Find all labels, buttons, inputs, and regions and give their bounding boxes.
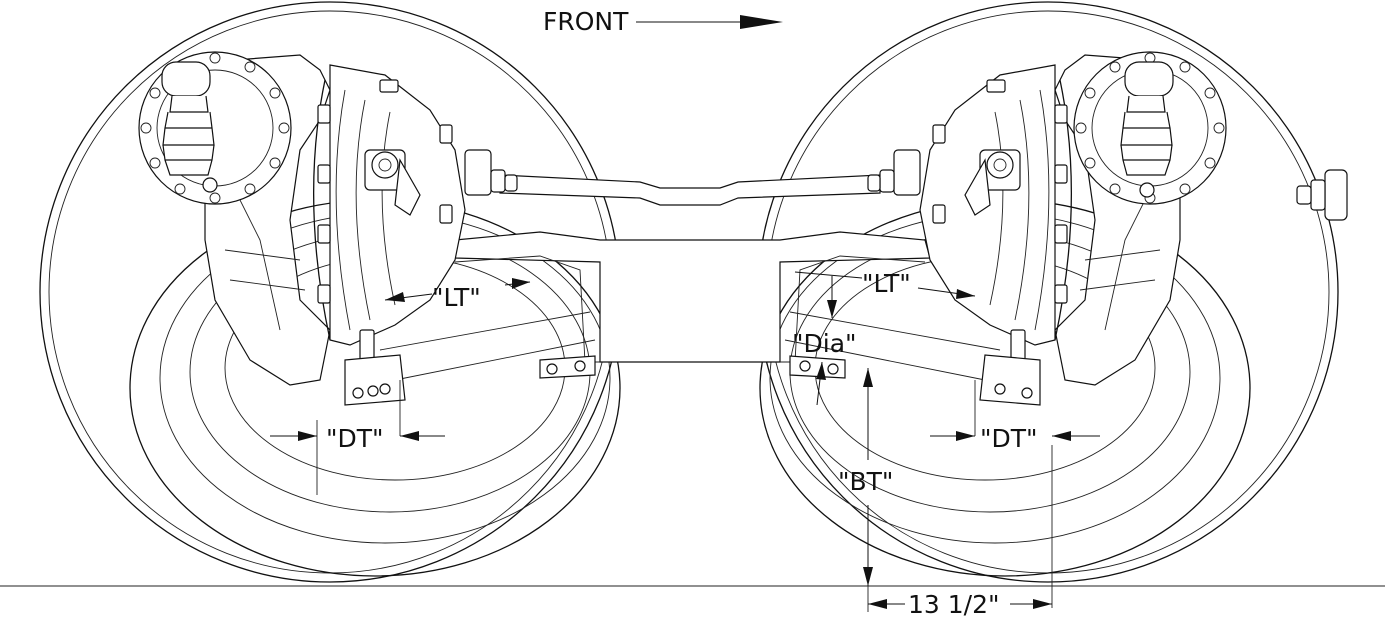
dimension-dt-left: "DT" [270, 380, 445, 495]
dimension-dt-right: "DT" [930, 380, 1100, 608]
dia-label: "Dia" [792, 329, 857, 358]
dimension-lt-left: "LT" [384, 278, 531, 312]
dim-13-arrow-right [1033, 599, 1052, 609]
dim-13-arrow-left [868, 599, 887, 609]
lt-left-arrow-out [512, 278, 530, 289]
lt-right-arrow [956, 289, 975, 299]
bt-arrow-top [863, 368, 873, 387]
dimension-13-half: 13 1/2" [868, 590, 1052, 619]
front-label: FRONT [543, 7, 629, 36]
dt-right-label: "DT" [980, 424, 1038, 453]
lt-left-arrow-in [385, 292, 405, 302]
dt-right-arrow-in [956, 431, 975, 441]
dimension-dia: "Dia" [792, 276, 857, 406]
dt-left-label: "DT" [326, 424, 384, 453]
dia-arrow-top [827, 300, 837, 318]
dimension-lt-right: "LT" [794, 269, 976, 299]
dia-arrow-bottom [816, 362, 826, 380]
front-direction-indicator: FRONT [543, 7, 783, 36]
dim-13-half-label: 13 1/2" [908, 590, 1000, 619]
right-hub-assembly [789, 51, 1348, 406]
lt-right-label: "LT" [862, 269, 911, 298]
cross-beam [379, 174, 1001, 381]
front-arrow-head [740, 15, 783, 29]
lt-left-label: "LT" [432, 283, 481, 312]
left-hub-assembly [138, 51, 596, 406]
dt-left-arrow-out [400, 431, 419, 441]
dt-left-arrow-in [298, 431, 317, 441]
dt-right-arrow-out [1052, 431, 1071, 441]
dimension-bt: "BT" [838, 368, 893, 612]
bt-arrow-bottom [863, 567, 873, 586]
bt-label: "BT" [838, 467, 893, 496]
